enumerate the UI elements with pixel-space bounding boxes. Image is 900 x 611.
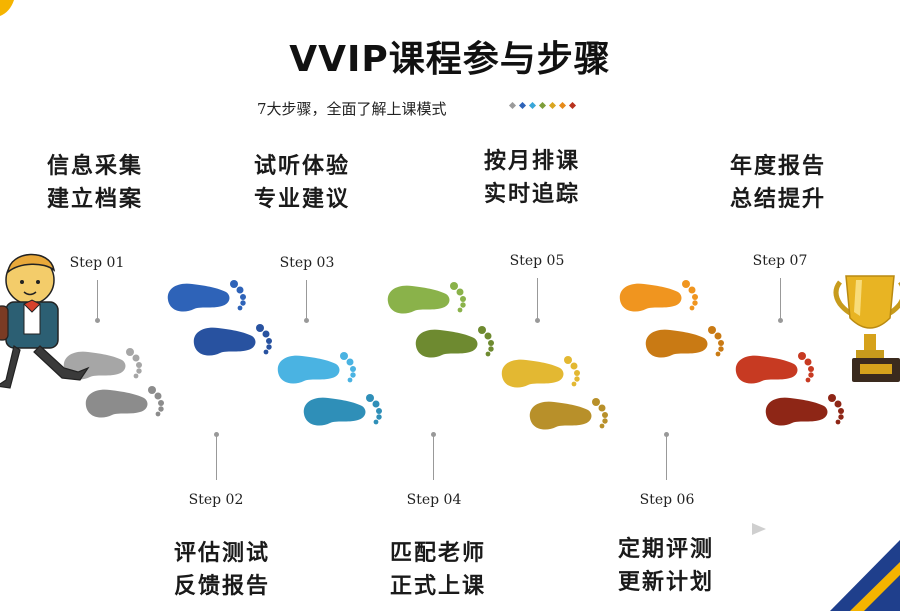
step-04-line1: 匹配老师: [389, 540, 486, 566]
step-01-line1: 信息采集: [46, 153, 143, 179]
footprint-icon: [619, 280, 698, 312]
arrow-hint-icon: [752, 523, 766, 535]
step-05-connector-dot: [535, 318, 540, 323]
step-01-connector-dot: [95, 318, 100, 323]
step-03-connector-dot: [304, 318, 309, 323]
footprint-icon: [501, 356, 580, 388]
gold-trophy-icon: [833, 275, 900, 382]
step-03-connector: [306, 280, 307, 320]
step-06-line2: 更新计划: [617, 569, 714, 595]
step-02-label: Step 02: [188, 492, 244, 508]
step-07-connector: [780, 278, 781, 320]
step-06-label: Step 06: [639, 492, 695, 508]
footprint-icon: [735, 352, 814, 384]
step-05-line2: 实时追踪: [483, 181, 580, 207]
footprint-icon: [645, 326, 724, 358]
step-02-line1: 评估测试: [173, 540, 270, 566]
step-02-connector: [216, 434, 217, 480]
footprint-icon: [765, 394, 844, 426]
step-07-label: Step 07: [752, 253, 808, 269]
footprint-icon: [303, 394, 382, 426]
step-06-connector: [666, 434, 667, 480]
step-05-text: 按月排课 实时追踪: [457, 145, 607, 211]
footprint-icon: [529, 398, 608, 430]
step-04-connector: [433, 434, 434, 480]
step-03-label: Step 03: [279, 255, 335, 271]
step-06-text: 定期评测 更新计划: [591, 533, 741, 599]
footprint-icon: [193, 324, 272, 356]
step-04-line2: 正式上课: [389, 573, 486, 599]
step-02-line2: 反馈报告: [173, 573, 270, 599]
step-02-text: 评估测试 反馈报告: [147, 537, 297, 603]
page-title: VVIP课程参与步骤: [289, 39, 611, 80]
step-01-text: 信息采集 建立档案: [20, 150, 170, 216]
step-05-connector: [537, 278, 538, 320]
corner-stripe: [850, 562, 900, 611]
footprint-icon: [387, 282, 466, 314]
step-01-connector: [97, 280, 98, 320]
footprint-icon: [167, 280, 246, 312]
step-07-text: 年度报告 总结提升: [703, 150, 853, 216]
footprint-icon: [85, 386, 164, 418]
step-07-connector-dot: [778, 318, 783, 323]
step-01-label: Step 01: [69, 255, 125, 271]
step-07-line2: 总结提升: [729, 186, 826, 212]
step-04-text: 匹配老师 正式上课: [363, 537, 513, 603]
step-01-line2: 建立档案: [46, 186, 143, 212]
page-subtitle: 7大步骤，全面了解上课模式: [257, 100, 447, 118]
student-character-illustration: [0, 253, 90, 389]
step-05-label: Step 05: [509, 253, 565, 269]
step-03-text: 试听体验 专业建议: [227, 150, 377, 216]
step-07-line1: 年度报告: [729, 153, 826, 179]
step-04-label: Step 04: [406, 492, 462, 508]
step-05-line1: 按月排课: [483, 148, 580, 174]
step-03-line1: 试听体验: [253, 153, 350, 179]
footprint-icon: [277, 352, 356, 384]
corner-accent-top-left: [0, 0, 14, 16]
corner-accent-bottom-right: [830, 540, 900, 611]
footprint-icon: [415, 326, 494, 358]
step-06-line1: 定期评测: [617, 536, 714, 562]
step-03-line2: 专业建议: [253, 186, 350, 212]
diamond-decor: [508, 102, 577, 110]
